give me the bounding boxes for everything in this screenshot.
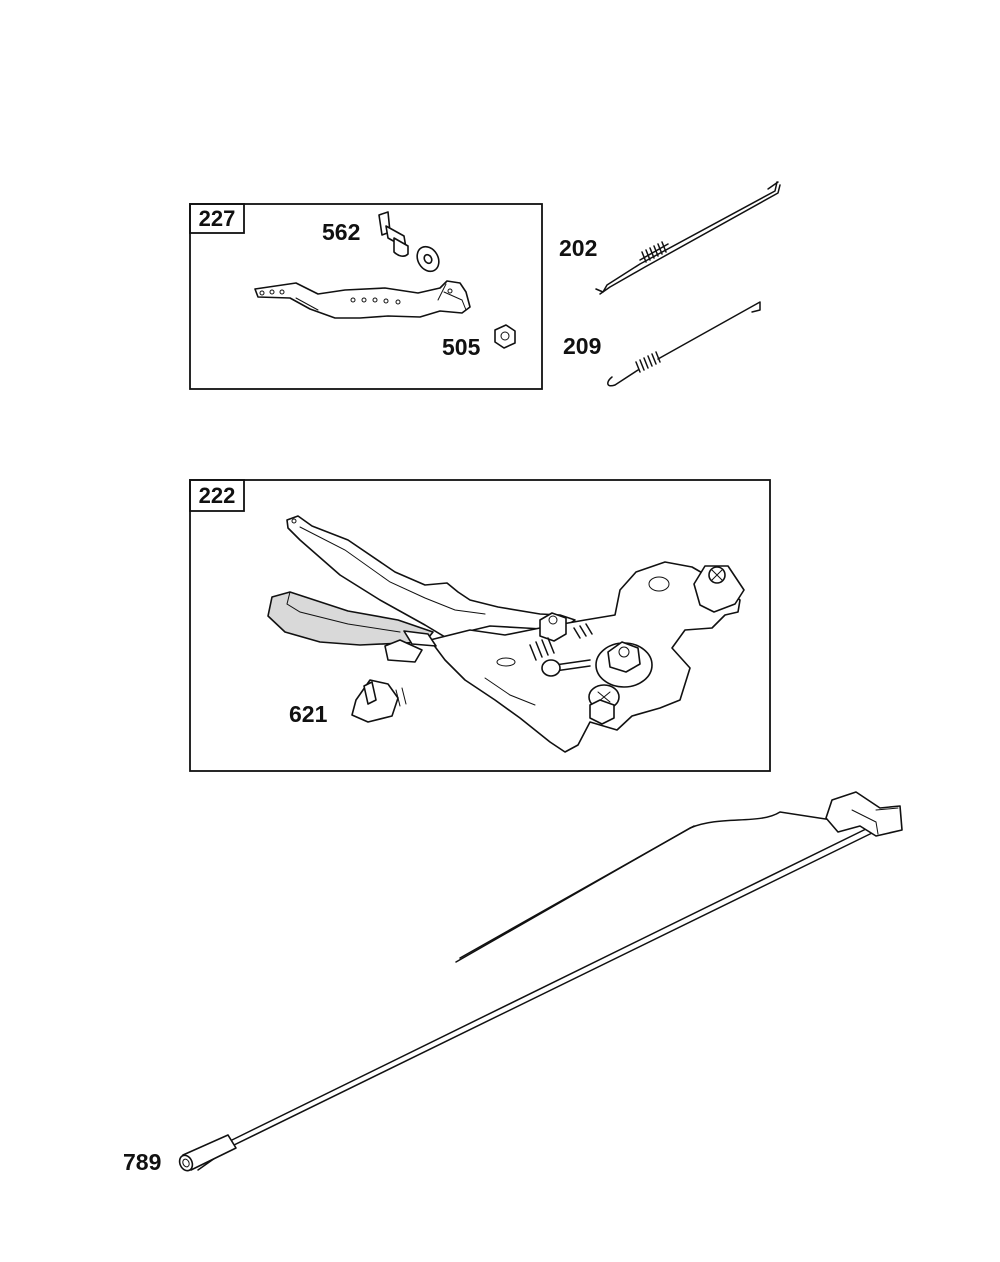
part-621-clip[interactable] — [351, 679, 407, 723]
group-222-frame — [189, 479, 771, 772]
group-222-label: 222 — [199, 483, 236, 508]
group-227: 227 562 — [189, 203, 543, 390]
part-222-governor-control-assembly[interactable] — [267, 515, 745, 753]
part-202-governor-link[interactable] — [595, 181, 781, 295]
part-562-bolt[interactable] — [378, 211, 409, 257]
cable-ferrule — [178, 1134, 237, 1172]
callout-621: 621 — [289, 701, 328, 727]
part-789-throttle-cable[interactable] — [177, 791, 903, 1173]
callout-209: 209 — [563, 333, 601, 359]
cable-end-connector — [825, 791, 903, 837]
group-222-tag — [189, 479, 245, 512]
part-505-nut[interactable] — [494, 324, 516, 349]
part-227-governor-arm[interactable] — [254, 280, 471, 319]
group-227-frame — [189, 203, 543, 390]
callout-202: 202 — [559, 235, 597, 261]
callout-562: 562 — [322, 219, 360, 245]
group-227-tag — [189, 203, 245, 234]
callout-789: 789 — [123, 1149, 161, 1175]
callout-505: 505 — [442, 334, 481, 360]
part-209-governor-spring[interactable] — [607, 301, 761, 387]
group-222: 222 — [189, 479, 771, 772]
group-227-label: 227 — [199, 206, 236, 231]
spring-209 — [635, 351, 661, 373]
